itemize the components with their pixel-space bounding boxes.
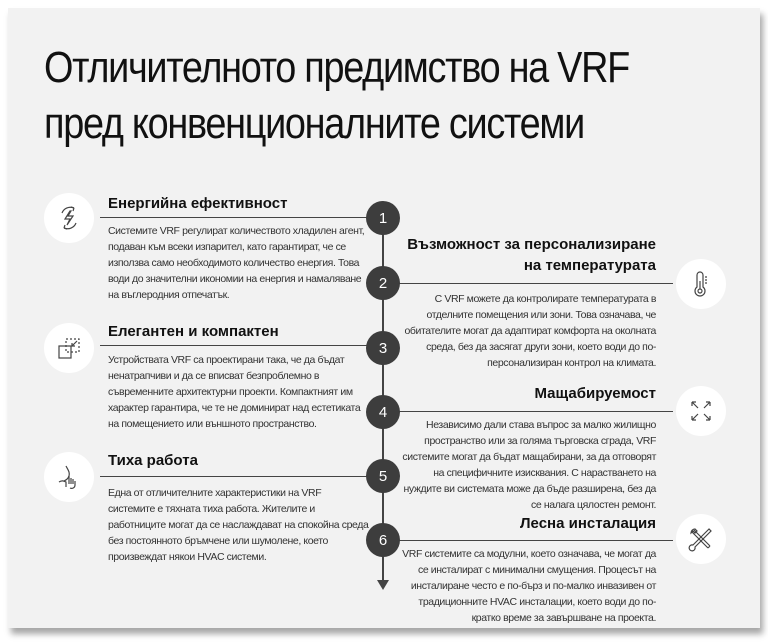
step-number-4: 4 xyxy=(366,395,400,429)
step-heading-4: Мащабируемост xyxy=(534,385,657,402)
step-text-2: С VRF можете да контролирате температура… xyxy=(404,293,656,369)
step-text-5: Една от отличителните характеристики на … xyxy=(108,487,369,563)
connector-line-5 xyxy=(100,476,370,477)
icon-circle-4 xyxy=(676,386,726,436)
title-line-1: Отличителното предимство на VRF xyxy=(44,43,630,92)
step-text-4: Независимо дали става въпрос за малко жи… xyxy=(402,419,656,511)
step-heading-2-line-1: Възможност за персонализиране xyxy=(407,236,656,253)
timeline-arrow-icon xyxy=(377,580,389,590)
connector-line-6 xyxy=(398,540,673,541)
silence-gesture-icon xyxy=(58,465,76,489)
step-number-6: 6 xyxy=(366,523,400,557)
step-heading-1: Енергийна ефективност xyxy=(108,195,288,212)
expand-arrows-icon xyxy=(691,401,711,421)
step-text-3: Устройствата VRF са проектирани така, че… xyxy=(108,354,361,430)
step-text-6: VRF системите са модулни, което означава… xyxy=(402,548,656,624)
icon-circle-6 xyxy=(676,514,726,564)
connector-line-1 xyxy=(100,217,370,218)
connector-line-2 xyxy=(398,283,673,284)
icon-circle-3 xyxy=(44,323,94,373)
step-heading-2: Възможност за персонализиране на темпера… xyxy=(407,234,656,276)
step-heading-2-line-2: на температурата xyxy=(523,257,656,274)
icon-circle-2 xyxy=(676,259,726,309)
tools-icon xyxy=(688,528,712,552)
thermometer-icon xyxy=(694,271,707,297)
page-title: Отличителното предимство на VRF пред кон… xyxy=(44,40,630,152)
compact-resize-icon xyxy=(58,338,80,359)
step-number-5: 5 xyxy=(366,459,400,493)
connector-line-3 xyxy=(100,345,370,346)
connector-line-4 xyxy=(398,411,673,412)
step-number-2: 2 xyxy=(366,266,400,300)
title-line-2: пред конвенционалните системи xyxy=(44,99,585,148)
step-number-3: 3 xyxy=(366,331,400,365)
step-text-1: Системите VRF регулират количеството хла… xyxy=(108,225,365,301)
step-heading-5: Тиха работа xyxy=(108,452,198,469)
step-number-1: 1 xyxy=(366,201,400,235)
energy-cycle-icon xyxy=(61,206,77,230)
icon-circle-5 xyxy=(44,452,94,502)
step-heading-3: Елегантен и компактен xyxy=(108,323,279,340)
step-heading-6: Лесна инсталация xyxy=(520,515,656,532)
icon-circle-1 xyxy=(44,193,94,243)
